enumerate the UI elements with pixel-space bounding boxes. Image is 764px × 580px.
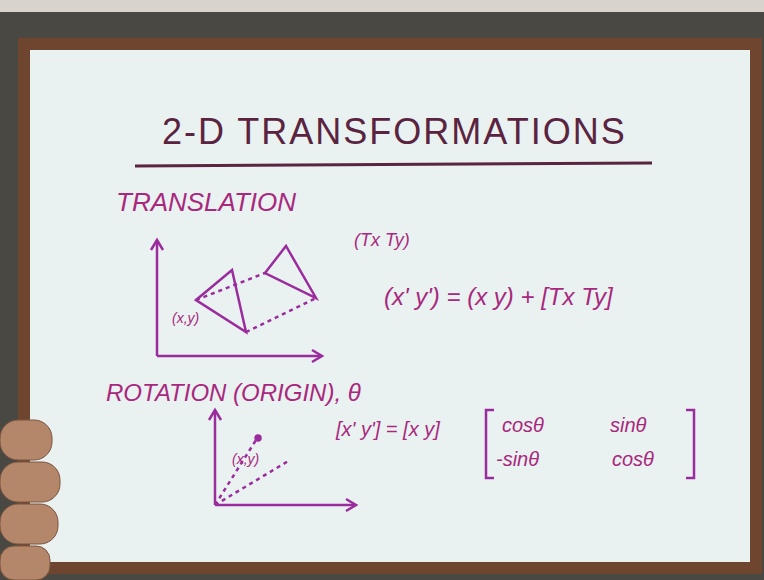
section-heading: TRANSLATION (116, 188, 296, 217)
wall-strip (0, 0, 764, 12)
board-frame (18, 38, 762, 574)
point-label: (x,y) (232, 452, 259, 467)
section-heading: ROTATION (ORIGIN), θ (106, 380, 361, 406)
title-underline (135, 163, 652, 166)
rotation-figure (209, 410, 356, 511)
translation-equation: (x' y') = (x y) + [Tx Ty] (384, 284, 613, 310)
matrix-cell: cosθ (502, 414, 544, 436)
matrix-cell: -sinθ (496, 448, 539, 470)
rotation-equation: [x' y'] = [x y] (336, 418, 440, 440)
point-label: (x,y) (172, 311, 199, 326)
matrix-cell: sinθ (610, 414, 646, 436)
matrix-brackets (486, 410, 694, 478)
hand (0, 420, 60, 580)
matrix-cell: cosθ (612, 448, 654, 470)
translation-figure (151, 240, 322, 362)
title: 2-D TRANSFORMATIONS (162, 112, 627, 152)
board-surface (30, 50, 750, 562)
translation-vector: (Tx Ty) (354, 231, 410, 251)
